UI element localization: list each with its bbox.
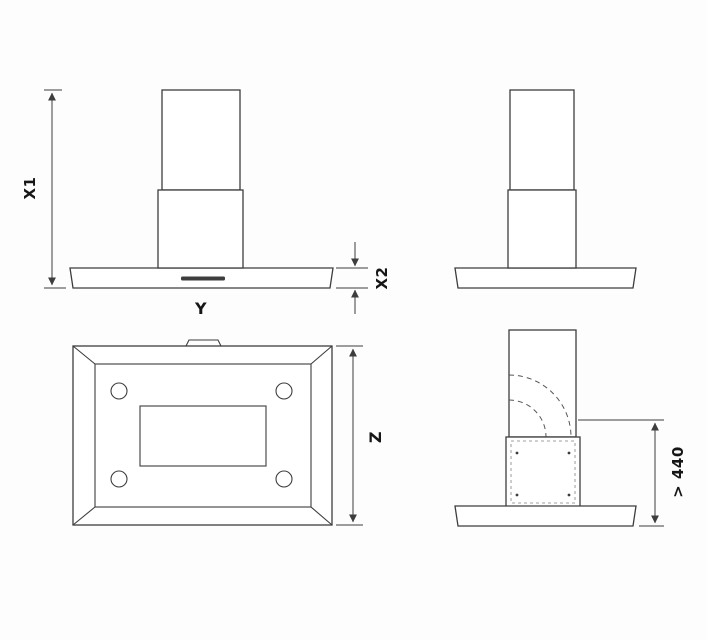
bevel-top-left xyxy=(72,345,96,365)
control-strip xyxy=(181,276,225,281)
dimension-z: Z xyxy=(336,345,385,526)
installation-view: > 440 xyxy=(454,329,687,527)
bottom-outer-frame xyxy=(72,345,333,526)
dimension-x1: X1 xyxy=(21,89,66,289)
hood-body-side xyxy=(454,267,637,289)
chimney-install xyxy=(508,329,577,438)
chimney-stub-top xyxy=(185,339,222,347)
bottom-inner-frame xyxy=(94,363,312,508)
filter-opening xyxy=(139,405,267,467)
dimension-min-distance: > 440 xyxy=(578,419,687,527)
hood-mount-box-inner xyxy=(510,440,576,504)
mounting-hole-bottom-right xyxy=(275,470,293,488)
bevel-top-right xyxy=(310,345,333,365)
mounting-hole-top-left xyxy=(110,382,128,400)
hood-body-install xyxy=(454,505,637,527)
screw-dot-bottom-right xyxy=(567,493,571,497)
hood-mount-box xyxy=(505,436,581,508)
chimney-upper-front xyxy=(161,89,241,191)
chimney-lower-side xyxy=(507,189,577,269)
dimension-x2: X2 xyxy=(336,242,391,314)
mounting-hole-bottom-left xyxy=(110,470,128,488)
z-label: Z xyxy=(366,431,385,443)
min-distance-label: > 440 xyxy=(669,446,687,498)
front-view: X1 X2 Y xyxy=(21,89,391,318)
screw-dot-top-left xyxy=(515,451,519,455)
duct-bend-outer xyxy=(508,374,572,438)
bevel-bottom-right xyxy=(310,506,333,526)
side-view xyxy=(454,89,637,289)
x1-label: X1 xyxy=(21,176,39,199)
bottom-view: Z xyxy=(72,339,385,526)
y-label: Y xyxy=(194,299,207,318)
bevel-bottom-left xyxy=(72,506,96,526)
mounting-hole-top-right xyxy=(275,382,293,400)
duct-bend-inner xyxy=(508,399,547,438)
x2-label: X2 xyxy=(373,266,391,289)
chimney-lower-front xyxy=(157,189,244,269)
chimney-upper-side xyxy=(509,89,575,191)
screw-dot-bottom-left xyxy=(515,493,519,497)
screw-dot-top-right xyxy=(567,451,571,455)
